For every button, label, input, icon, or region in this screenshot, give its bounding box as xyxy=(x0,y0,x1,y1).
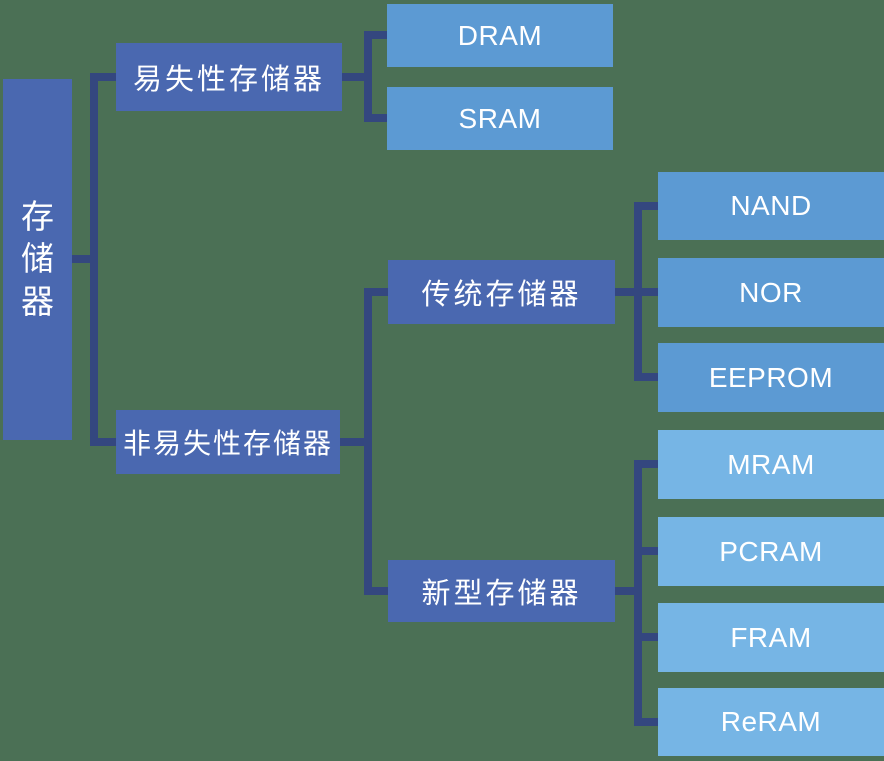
connector-dram-stub xyxy=(364,31,387,39)
node-nonvolatile-memory: 非易失性存储器 xyxy=(116,410,340,474)
connector-traditional-stub xyxy=(364,288,388,296)
node-volatile-memory: 易失性存储器 xyxy=(116,43,342,111)
root-char-2: 储 xyxy=(21,240,54,278)
connector-newtype-stub xyxy=(364,587,388,595)
node-memory-root: 存 储 器 xyxy=(3,79,72,440)
node-nor-label: NOR xyxy=(739,276,803,308)
connector-nonvolatile-bracket xyxy=(364,288,372,595)
connector-root-trunk xyxy=(90,73,98,446)
root-char-1: 存 xyxy=(21,198,54,236)
root-char-3: 器 xyxy=(21,282,54,320)
connector-mram-stub xyxy=(634,460,658,468)
node-traditional-memory: 传统存储器 xyxy=(388,260,615,324)
connector-eeprom-stub xyxy=(634,373,658,381)
connector-newtype-bracket xyxy=(634,460,642,726)
node-nand-label: NAND xyxy=(730,190,812,221)
node-sram-label: SRAM xyxy=(458,102,542,134)
node-memory-root-label: 存 储 器 xyxy=(21,198,54,320)
node-dram: DRAM xyxy=(387,4,613,67)
connector-sram-stub xyxy=(364,114,387,122)
node-mram-label: MRAM xyxy=(727,448,815,480)
node-mram: MRAM xyxy=(658,430,884,499)
node-nor: NOR xyxy=(658,258,884,327)
node-nonvolatile-memory-label: 非易失性存储器 xyxy=(122,428,333,459)
node-sram: SRAM xyxy=(387,87,613,150)
connector-volatile-bracket xyxy=(364,31,372,122)
node-volatile-memory-label: 易失性存储器 xyxy=(132,64,325,96)
connector-newtype-right-stub xyxy=(615,587,642,595)
node-reram-label: ReRAM xyxy=(720,706,822,737)
node-newtype-memory: 新型存储器 xyxy=(388,560,615,622)
node-fram-label: FRAM xyxy=(730,621,812,653)
connector-pcram-stub xyxy=(634,547,658,555)
connector-branch-nonvolatile xyxy=(90,438,117,446)
node-eeprom: EEPROM xyxy=(658,343,884,412)
node-pcram-label: PCRAM xyxy=(719,535,823,567)
connector-fram-stub xyxy=(634,633,658,641)
node-newtype-memory-label: 新型存储器 xyxy=(421,578,582,610)
node-traditional-memory-label: 传统存储器 xyxy=(421,279,582,311)
connector-volatile-stub xyxy=(342,73,372,81)
connector-reram-stub xyxy=(634,718,658,726)
connector-nand-stub xyxy=(634,202,658,210)
connector-root-stub xyxy=(72,255,98,263)
connector-nonvolatile-stub xyxy=(340,438,372,446)
connector-branch-volatile xyxy=(90,73,117,81)
node-eeprom-label: EEPROM xyxy=(708,361,834,393)
node-fram: FRAM xyxy=(658,603,884,672)
node-dram-label: DRAM xyxy=(457,19,543,51)
node-reram: ReRAM xyxy=(658,688,884,756)
connector-traditional-bracket xyxy=(634,202,642,381)
node-nand: NAND xyxy=(658,172,884,240)
node-pcram: PCRAM xyxy=(658,517,884,586)
